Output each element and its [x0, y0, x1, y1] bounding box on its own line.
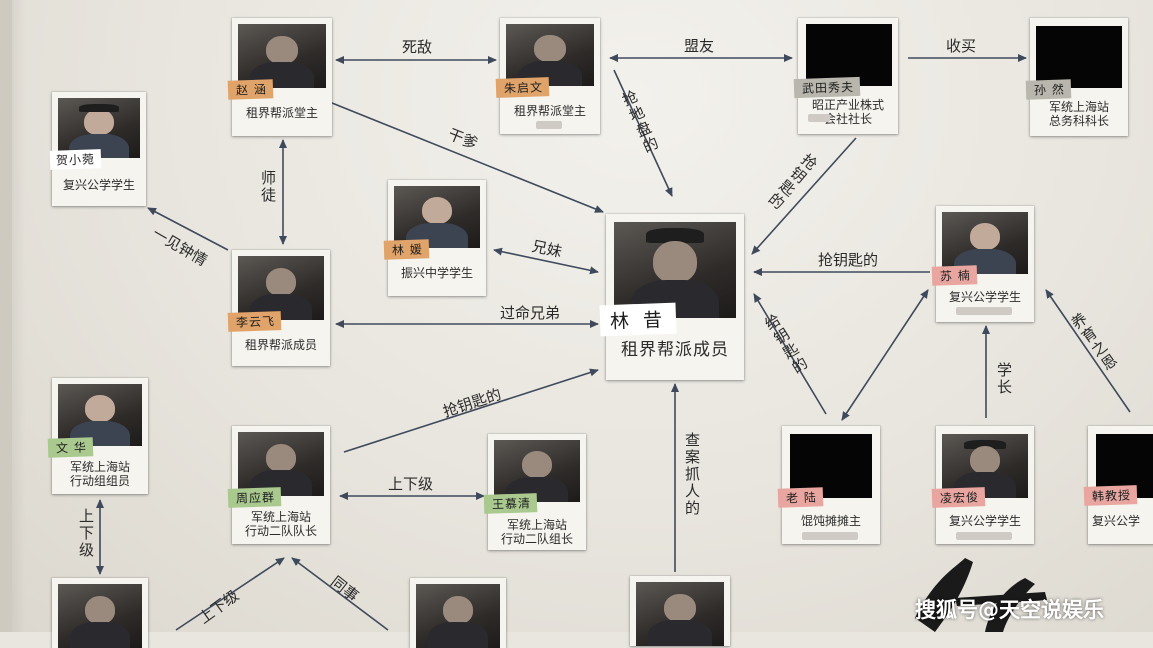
card-laolu: 老 陆 馄饨摊摊主 [777, 426, 880, 544]
role-text: 复兴公学学生 [62, 178, 135, 192]
name-tag: 林 媛 [383, 239, 430, 260]
card-wangmuqing: 王慕清 军统上海站 行动二队组长 [483, 434, 586, 550]
role-text-line2: 行动二队组长 [500, 532, 573, 546]
role-text: 馄饨摊摊主 [800, 514, 861, 528]
portrait-placeholder-wutian [806, 24, 892, 86]
portrait-hexiaowan [58, 98, 140, 158]
portrait-partial [416, 584, 500, 648]
role-text-line2: 行动二队队长 [244, 524, 317, 538]
role-text-line1: 昭正产业株式 [811, 98, 884, 112]
portrait-partial [636, 582, 724, 646]
label-xuezhang: 学长 [995, 362, 1013, 396]
role-text-line2: 行动组组员 [69, 474, 130, 488]
arrow-tongshi [291, 557, 389, 631]
card-sunran: 孙 然 军统上海站 总务科科长 [1025, 18, 1128, 136]
portrait-zhouyingqun [238, 432, 324, 496]
name-tag: 周应群 [227, 487, 282, 508]
role-text: 复兴公学学生 [948, 514, 1021, 528]
name-tag: 武田秀夫 [793, 76, 861, 99]
portrait-placeholder-sunran [1036, 26, 1122, 88]
arrow-qiangyaoshi-wutian [751, 137, 857, 255]
role-text-line1: 军统上海站 [69, 460, 130, 474]
label-chaanzhuaren: 查案抓人的 [683, 432, 701, 517]
card-hanjiaoshou: 韩教授 复兴公学 [1083, 426, 1153, 544]
arrow-laolu-sunan [841, 289, 929, 421]
role-text-line2: 会社社长 [823, 112, 872, 126]
arrow-gandie [331, 102, 604, 213]
name-tag: 贺小菀 [49, 149, 102, 170]
card-linxi: 林 昔 租界帮派成员 [599, 214, 744, 380]
portrait-linyuan [394, 186, 480, 248]
portrait-wangmuqing [494, 440, 580, 502]
name-tag: 李云飞 [227, 311, 282, 332]
role-text: 复兴公学 [1092, 514, 1141, 528]
card-linghongjun: 凌宏俊 复兴公学学生 [931, 426, 1034, 544]
card-partial-bottom-3 [630, 576, 730, 646]
name-tag: 孙 然 [1025, 79, 1072, 100]
portrait-liyunfei [238, 256, 324, 320]
card-liyunfei: 李云飞 租界帮派成员 [227, 250, 330, 366]
portrait-zhuqiwen [506, 24, 594, 86]
arrow-xiongmei [493, 247, 599, 275]
role-text: 租界帮派成员 [244, 338, 317, 352]
role-text-line1: 军统上海站 [1048, 100, 1109, 114]
label-qiangyaoshi-sunan: 抢钥匙的 [818, 251, 879, 269]
card-partial-bottom-2 [410, 578, 506, 648]
card-wenhua: 文 华 军统上海站 行动组组员 [47, 378, 148, 494]
card-sunan: 苏 楠 复兴公学学生 [931, 206, 1034, 322]
name-tag: 韩教授 [1083, 485, 1138, 506]
arrow-shangxiaji-bottom [175, 557, 285, 631]
arrow-qiangyaoshi-zhou [343, 368, 599, 453]
card-zhuqiwen: 朱启文 租界帮派堂主 [495, 18, 600, 134]
label-shangxiaji-zhou-wang: 上下级 [388, 475, 434, 493]
watermark-text: 搜狐号@天空说娱乐 [915, 598, 1104, 622]
name-tag: 凌宏俊 [931, 487, 986, 508]
role-text: 租界帮派堂主 [513, 104, 586, 118]
portrait-wenhua [58, 384, 142, 446]
role-text: 租界帮派堂主 [245, 106, 318, 120]
arrow-geiyaoshide [753, 293, 827, 415]
name-tag: 赵 涵 [227, 79, 274, 100]
role-text-line1: 军统上海站 [506, 518, 567, 532]
name-tag: 王慕清 [483, 493, 538, 514]
label-shoumai: 收买 [946, 37, 977, 55]
arrow-yangyuzhien [1045, 289, 1131, 413]
role-text-line1: 军统上海站 [250, 510, 311, 524]
portrait-linxi [614, 222, 736, 318]
name-tag: 老 陆 [777, 487, 824, 508]
label-sidi: 死敌 [402, 38, 433, 56]
card-wutian: 武田秀夫 昭正产业株式 会社社长 [793, 18, 898, 134]
name-tag: 朱启文 [495, 77, 550, 98]
label-mengyou: 盟友 [684, 37, 715, 55]
role-text: 振兴中学学生 [400, 266, 473, 280]
arrow-qiangdipan [613, 69, 673, 197]
portrait-sunan [942, 212, 1028, 274]
label-shitu: 师徒 [259, 170, 277, 204]
card-partial-bottom-1 [52, 578, 148, 648]
role-text-line2: 总务科科长 [1048, 114, 1109, 128]
card-zhaohan: 赵 涵 租界帮派堂主 [227, 18, 332, 136]
card-zhouyingqun: 周应群 军统上海站 行动二队队长 [227, 426, 330, 544]
label-shangxiaji-wenhua: 上下级 [77, 508, 95, 559]
card-linyuan: 林 媛 振兴中学学生 [383, 180, 486, 296]
name-tag: 苏 楠 [931, 265, 978, 286]
card-hexiaowan: 贺小菀 复兴公学学生 [49, 92, 146, 206]
name-tag: 林 昔 [599, 302, 677, 337]
role-text: 租界帮派成员 [621, 340, 729, 360]
portrait-partial [58, 584, 142, 648]
label-guomingxiongdi: 过命兄弟 [500, 304, 561, 322]
name-tag: 文 华 [47, 437, 94, 458]
portrait-zhaohan [238, 24, 326, 88]
relation-arrows [96, 54, 1131, 631]
role-text: 复兴公学学生 [948, 290, 1021, 304]
brush-calligraphy-mark [915, 558, 1047, 632]
arrow-yijianzhongqing [147, 207, 229, 251]
